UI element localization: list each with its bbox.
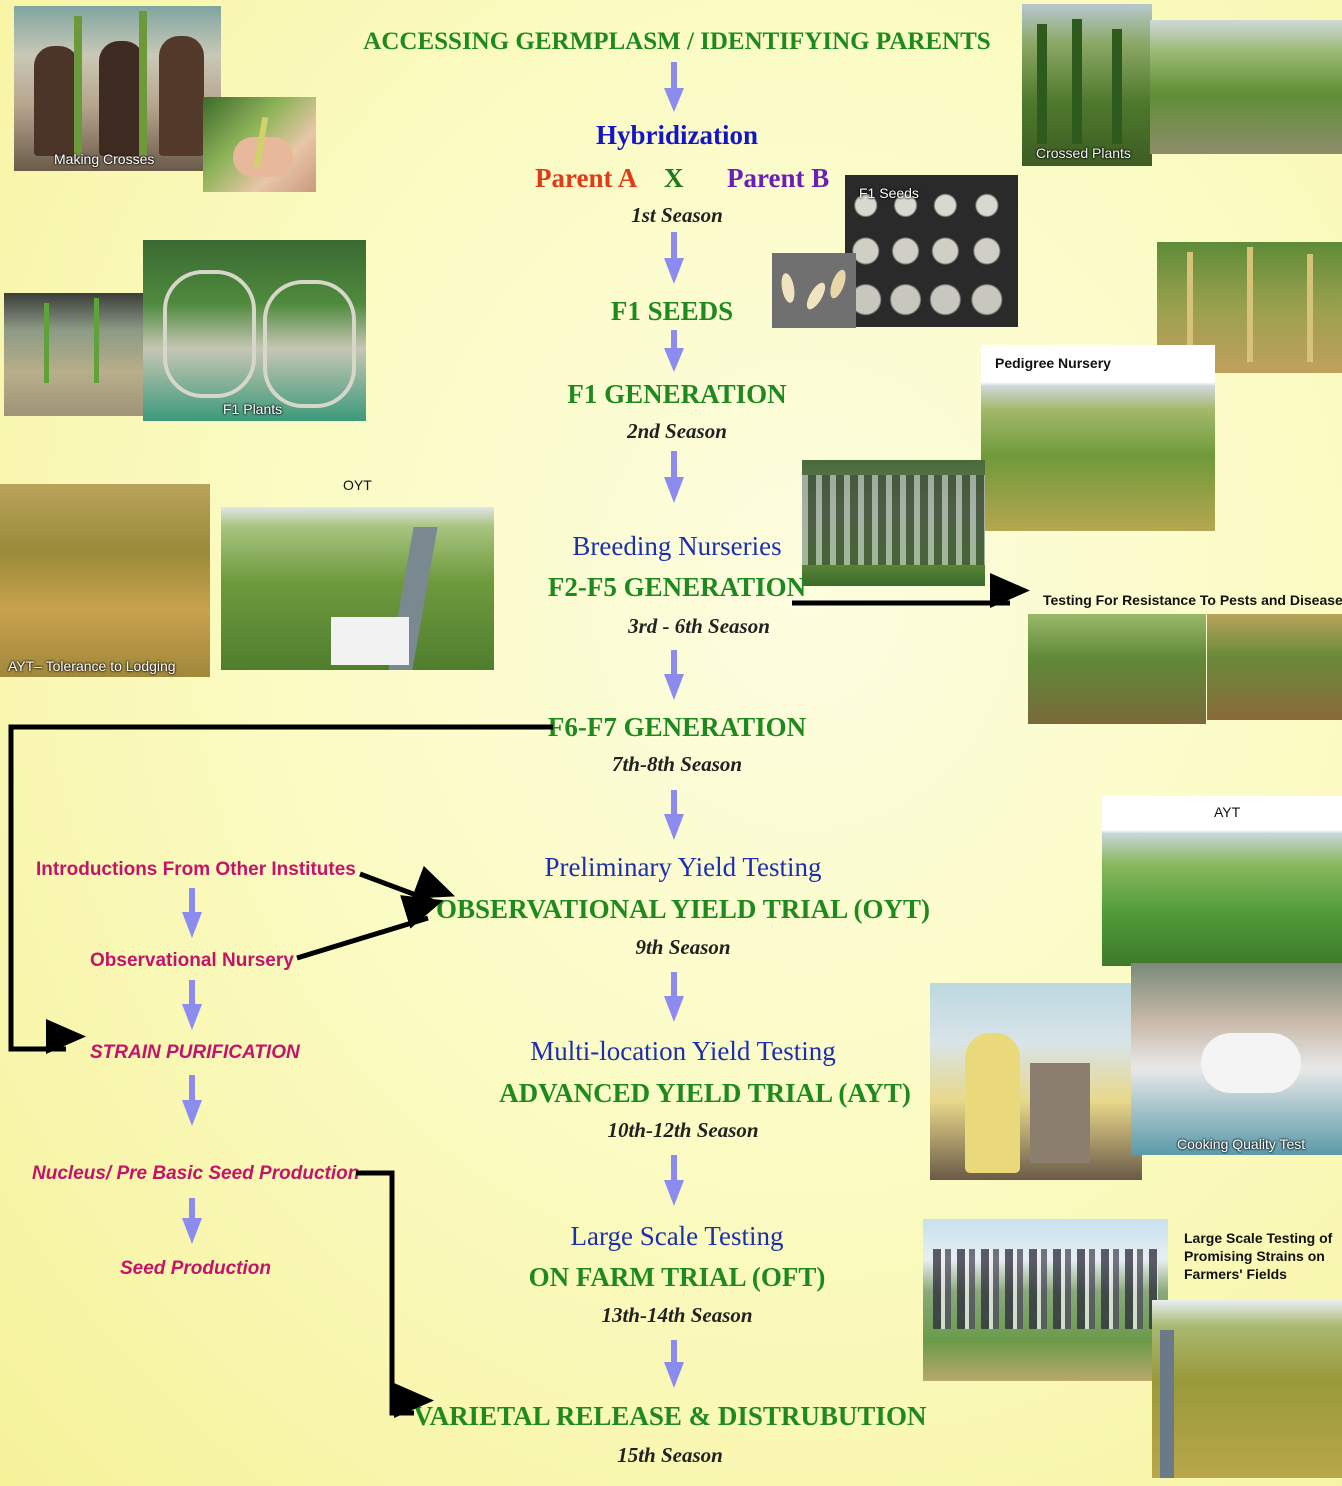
photo-pedigree-nursery: Pedigree Nursery: [981, 345, 1215, 531]
season-7-8: 7th-8th Season: [611, 752, 743, 776]
arrow-down-1: [664, 62, 684, 112]
photo-crossing-closeup: [203, 97, 316, 192]
arrow-down-3: [664, 330, 684, 372]
step-large-scale: Large Scale Testing: [570, 1221, 784, 1251]
arrow-down-5: [664, 650, 684, 700]
photo-farmers-field: [1152, 1300, 1342, 1478]
photo-lab-worker: [930, 983, 1142, 1180]
caption-making-crosses: Making Crosses: [54, 151, 155, 167]
photo-breeding-plots: [802, 460, 985, 586]
caption-testing-resistance: Testing For Resistance To Pests and Dise…: [1043, 592, 1342, 608]
connector-introductions-to-oyt: [359, 865, 456, 904]
caption-large-scale-farmers: Large Scale Testing of Promising Strains…: [1184, 1230, 1333, 1282]
season-1: 1st Season: [631, 203, 723, 227]
connector-nursery-to-oyt: [296, 895, 444, 961]
season-9: 9th Season: [635, 935, 731, 959]
season-2: 2nd Season: [627, 419, 727, 443]
step-oft: ON FARM TRIAL (OFT): [528, 1262, 826, 1292]
photo-crossed-plants: Crossed Plants: [1022, 4, 1152, 166]
photo-ayt-lodging: AYT– Tolerance to Lodging: [0, 484, 210, 677]
photo-oyt: [221, 507, 494, 670]
photo-crossed-field: [1150, 20, 1342, 154]
connector-f6-to-strain: [8, 724, 553, 1054]
arrow-down-4: [664, 451, 684, 503]
step-accessing-germplasm: ACCESSING GERMPLASM / IDENTIFYING PARENT…: [363, 28, 991, 55]
season-10-12: 10th-12th Season: [607, 1118, 759, 1142]
season-3-6: 3rd - 6th Season: [628, 614, 770, 638]
arrow-down-7: [664, 972, 684, 1022]
season-15: 15th Season: [617, 1443, 723, 1467]
side-seed-production: Seed Production: [120, 1258, 271, 1279]
step-oyt: OBSERVATIONAL YIELD TRIAL (OYT): [436, 894, 930, 924]
arrow-side-4: [182, 1198, 202, 1244]
step-preliminary-yield: Preliminary Yield Testing: [544, 852, 822, 882]
caption-pedigree-nursery: Pedigree Nursery: [995, 355, 1111, 371]
caption-cooking-quality: Cooking Quality Test: [1177, 1136, 1306, 1152]
photo-resistance-2: [1207, 614, 1342, 720]
step-f6-f7-generation: F6-F7 GENERATION: [547, 712, 807, 742]
step-ayt: ADVANCED YIELD TRIAL (AYT): [499, 1078, 911, 1108]
photo-grains: [772, 253, 856, 328]
step-multilocation: Multi-location Yield Testing: [530, 1036, 836, 1066]
season-13-14: 13th-14th Season: [601, 1303, 753, 1327]
arrow-side-2: [182, 980, 202, 1030]
arrow-side-3: [182, 1075, 202, 1126]
down-arrows: [182, 62, 684, 1388]
caption-ayt-lodging: AYT– Tolerance to Lodging: [8, 658, 176, 674]
connector-nucleus-to-release: [356, 1170, 434, 1418]
parent-a-label: Parent A: [535, 163, 638, 193]
caption-f1-plants: F1 Plants: [223, 401, 283, 417]
step-f1-seeds: F1 SEEDS: [610, 296, 734, 326]
cross-x-label: X: [664, 163, 684, 193]
photo-cooking-quality: Cooking Quality Test: [1131, 963, 1342, 1155]
side-introductions: Introductions From Other Institutes: [36, 859, 356, 880]
photo-pots: [4, 293, 144, 416]
photo-farmers-group: [923, 1219, 1168, 1381]
arrow-down-8: [664, 1155, 684, 1206]
black-connectors: [8, 573, 1030, 1418]
arrow-down-9: [664, 1340, 684, 1388]
side-strain-purification: STRAIN PURIFICATION: [90, 1042, 300, 1063]
step-varietal-release: VARIETAL RELEASE & DISTRUBUTION: [413, 1401, 927, 1431]
photo-resistance-1: [1028, 614, 1206, 724]
caption-f1-seeds: F1 Seeds: [859, 185, 919, 201]
side-observational-nursery: Observational Nursery: [90, 950, 294, 971]
step-f1-generation: F1 GENERATION: [567, 379, 787, 409]
step-f2-f5-generation: F2-F5 GENERATION: [547, 572, 807, 602]
arrow-down-6: [664, 790, 684, 840]
photo-ayt-field: AYT: [1102, 796, 1342, 966]
step-breeding-nurseries: Breeding Nurseries: [572, 531, 782, 561]
photo-f1-seeds: F1 Seeds: [845, 175, 1018, 327]
photo-making-crosses: Making Crosses: [14, 6, 221, 171]
side-nucleus-seed: Nucleus/ Pre Basic Seed Production: [32, 1163, 360, 1184]
photo-f1-plants: F1 Plants: [143, 240, 366, 421]
arrow-down-2: [664, 232, 684, 284]
caption-crossed-plants: Crossed Plants: [1036, 145, 1131, 161]
caption-ayt: AYT: [1214, 804, 1241, 820]
parent-b-label: Parent B: [727, 163, 830, 193]
step-hybridization: Hybridization: [595, 120, 759, 150]
arrow-side-1: [182, 888, 202, 938]
caption-oyt: OYT: [343, 477, 372, 493]
